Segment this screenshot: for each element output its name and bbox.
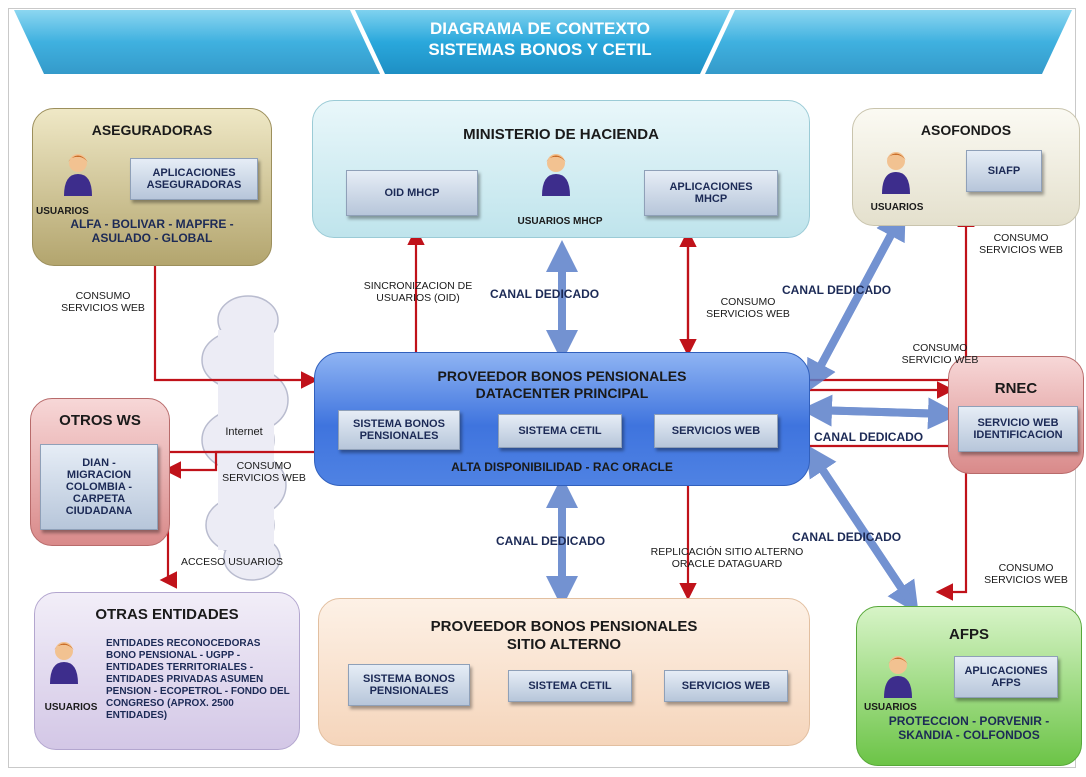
label-sincronizacion: SINCRONIZACION DE USUARIOS (OID) [363, 280, 473, 304]
header-banner [14, 10, 1072, 74]
otras-entidades-user-icon [50, 642, 78, 684]
otras-entidades-title: OTRAS ENTIDADES [95, 606, 239, 623]
aseguradoras-title: ASEGURADORAS [91, 122, 213, 138]
principal-title: PROVEEDOR BONOS PENSIONALES DATACENTER P… [314, 368, 810, 402]
otras-entidades-users-label: USUARIOS [44, 702, 98, 713]
principal-sys-bonos: SISTEMA BONOS PENSIONALES [338, 410, 460, 450]
afps-members-line1: PROTECCION - PORVENIR - [888, 714, 1050, 728]
aseguradoras-members: ALFA - BOLIVAR - MAPFRE - ASULADO - GLOB… [42, 217, 262, 245]
otros-ws-content-box: DIAN - MIGRACION COLOMBIA - CARPETA CIUD… [40, 444, 158, 530]
label-acceso-usuarios: ACCESO USUARIOS [180, 556, 284, 568]
label-consumo-ministerio: CONSUMO SERVICIOS WEB [706, 296, 790, 320]
rnec-title: RNEC [994, 380, 1038, 397]
principal-sys-servicios: SERVICIOS WEB [654, 414, 778, 448]
alterno-sys-bonos: SISTEMA BONOS PENSIONALES [348, 664, 470, 706]
otras-entidades-content: ENTIDADES RECONOCEDORAS BONO PENSIONAL -… [106, 638, 290, 721]
asofondos-title: ASOFONDOS [920, 122, 1012, 138]
header-title-line2: SISTEMAS BONOS Y CETIL [428, 40, 652, 59]
asofondos-users-label: USUARIOS [870, 202, 924, 213]
alterno-sys-servicios: SERVICIOS WEB [664, 670, 788, 702]
alterno-title-line2: SITIO ALTERNO [506, 636, 622, 653]
label-consumo-aseguradoras: CONSUMO SERVICIOS WEB [61, 290, 145, 314]
aseguradoras-members-line1: ALFA - BOLIVAR - MAPFRE - [70, 217, 234, 231]
asofondos-user-icon [882, 152, 910, 194]
label-consumo-otros: CONSUMO SERVICIOS WEB [222, 460, 306, 484]
label-canal-afps: CANAL DEDICADO [792, 530, 902, 544]
label-consumo-rnec: CONSUMO SERVICIO WEB [901, 342, 979, 366]
ministerio-user-icon [542, 154, 570, 196]
afps-title: AFPS [948, 626, 989, 643]
otros-ws-title: OTROS WS [59, 412, 141, 429]
aseguradoras-user-icon [64, 154, 92, 196]
label-canal-ministerio: CANAL DEDICADO [490, 287, 600, 301]
afps-members-line2: SKANDIA - COLFONDOS [898, 728, 1040, 742]
principal-title-line1: PROVEEDOR BONOS PENSIONALES [437, 368, 687, 384]
label-canal-rnec: CANAL DEDICADO [814, 430, 924, 444]
afps-app-box: APLICACIONES AFPS [954, 656, 1058, 698]
ministerio-title: MINISTERIO DE HACIENDA [463, 126, 659, 143]
aseguradoras-members-line2: ASULADO - GLOBAL [91, 231, 213, 245]
alterno-title-line1: PROVEEDOR BONOS PENSIONALES [430, 618, 698, 635]
afps-user-icon [884, 656, 912, 698]
alterno-sys-cetil: SISTEMA CETIL [508, 670, 632, 702]
label-consumo-afps: CONSUMO SERVICIOS WEB [984, 562, 1068, 586]
internet-cloud [201, 295, 289, 581]
header-title: DIAGRAMA DE CONTEXTO SISTEMAS BONOS Y CE… [380, 18, 700, 60]
principal-title-line2: DATACENTER PRINCIPAL [475, 385, 649, 401]
label-consumo-asofondos: CONSUMO SERVICIOS WEB [979, 232, 1063, 256]
apps-mhcp-box: APLICACIONES MHCP [644, 170, 778, 216]
otras-entidades-box [34, 592, 300, 750]
oid-mhcp-box: OID MHCP [346, 170, 478, 216]
aseguradoras-users-label: USUARIOS [36, 206, 89, 217]
label-canal-alterno: CANAL DEDICADO [496, 534, 606, 548]
alterno-title: PROVEEDOR BONOS PENSIONALES SITIO ALTERN… [318, 618, 810, 654]
principal-footer: ALTA DISPONIBILIDAD - RAC ORACLE [451, 460, 673, 474]
label-internet: Internet [225, 426, 263, 438]
afps-members: PROTECCION - PORVENIR - SKANDIA - COLFON… [862, 714, 1076, 742]
rnec-service-box: SERVICIO WEB IDENTIFICACION [958, 406, 1078, 452]
principal-sys-cetil: SISTEMA CETIL [498, 414, 622, 448]
label-canal-asofondos: CANAL DEDICADO [782, 283, 892, 297]
aseguradoras-app-box: APLICACIONES ASEGURADORAS [130, 158, 258, 200]
ministerio-users-label: USUARIOS MHCP [517, 216, 603, 227]
header-title-line1: DIAGRAMA DE CONTEXTO [429, 19, 651, 38]
label-replicacion: REPLICACIÓN SITIO ALTERNO ORACLE DATAGUA… [650, 546, 804, 570]
siafp-box: SIAFP [966, 150, 1042, 192]
afps-users-label: USUARIOS [864, 702, 917, 713]
